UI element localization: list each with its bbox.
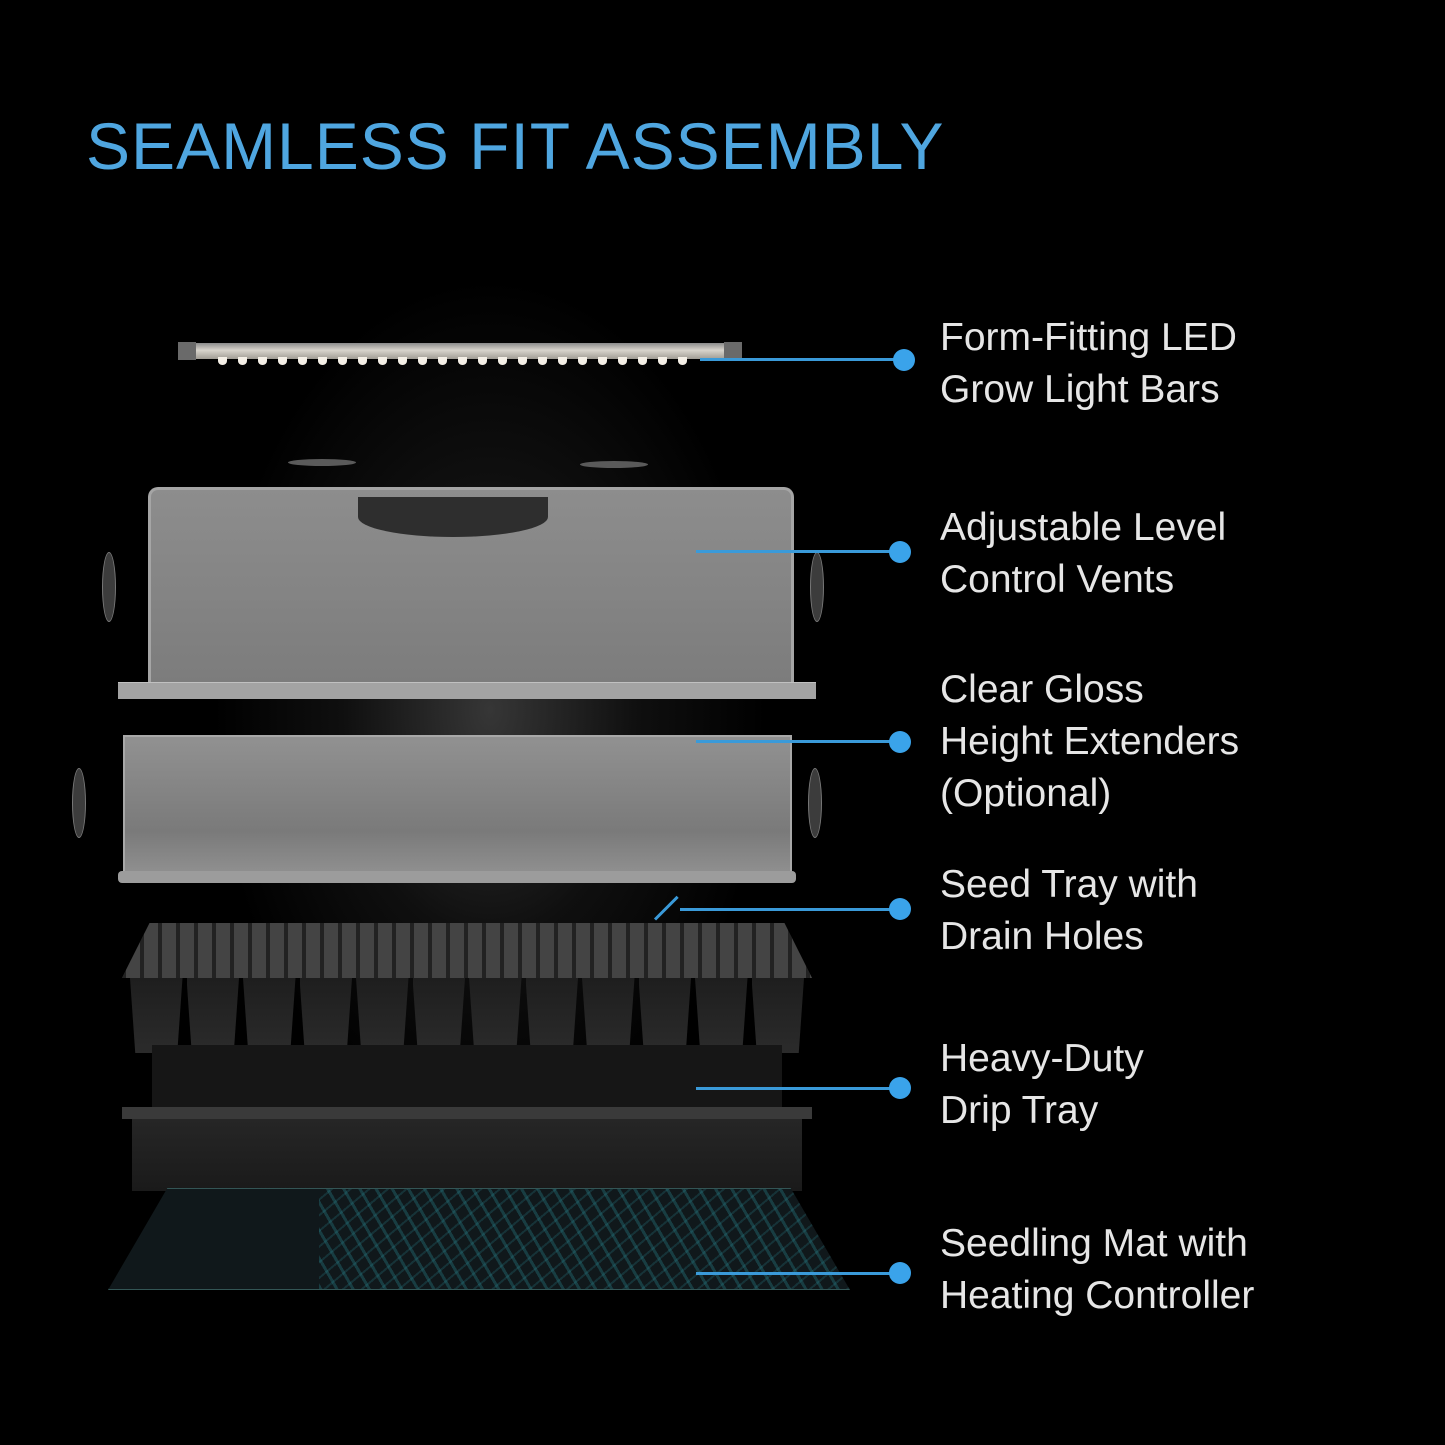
heat-mat: [108, 1188, 850, 1290]
leader-line: [700, 358, 905, 361]
vent-icon: [808, 768, 822, 838]
seed-tray: [122, 923, 812, 1053]
callout-dot: [893, 349, 915, 371]
callout-dot: [889, 898, 911, 920]
drip-tray-inner: [152, 1045, 782, 1110]
dome-handle: [358, 497, 548, 537]
label-seed-tray: Seed Tray with Drain Holes: [940, 863, 1198, 958]
leader-line: [696, 1272, 901, 1275]
led-grow-light-bar: [178, 342, 742, 365]
page-title: SEAMLESS FIT ASSEMBLY: [86, 109, 945, 183]
label-drip-tray: Heavy-Duty Drip Tray: [940, 1037, 1144, 1132]
leader-line: [680, 908, 902, 911]
extender-body: [123, 735, 792, 874]
label-extenders: Clear Gloss Height Extenders (Optional): [940, 668, 1240, 815]
vent-icon: [288, 459, 356, 466]
callout-dot: [889, 731, 911, 753]
drip-tray-wall: [132, 1119, 802, 1191]
label-vents: Adjustable Level Control Vents: [940, 506, 1227, 601]
leader-line: [696, 740, 901, 743]
extender-base: [118, 871, 796, 883]
humidity-dome: [118, 487, 816, 699]
callout-dot: [889, 1262, 911, 1284]
vent-icon: [102, 552, 116, 622]
leader-line: [696, 1087, 901, 1090]
end-cap: [178, 342, 196, 360]
led-row: [218, 357, 687, 365]
callout-dot: [889, 541, 911, 563]
seed-tray-cells: [130, 978, 804, 1053]
vent-icon: [72, 768, 86, 838]
height-extender: [118, 735, 796, 883]
seed-tray-grid: [122, 923, 812, 978]
label-led-bar: Form-Fitting LED Grow Light Bars: [940, 316, 1237, 411]
vent-icon: [580, 461, 648, 468]
label-heat-mat: Seedling Mat with Heating Controller: [940, 1222, 1255, 1317]
callout-dot: [889, 1077, 911, 1099]
dome-lip: [118, 682, 816, 699]
leader-line: [696, 550, 901, 553]
drip-tray: [122, 1045, 812, 1195]
drip-tray-rim: [122, 1107, 812, 1119]
end-cap: [724, 342, 742, 360]
